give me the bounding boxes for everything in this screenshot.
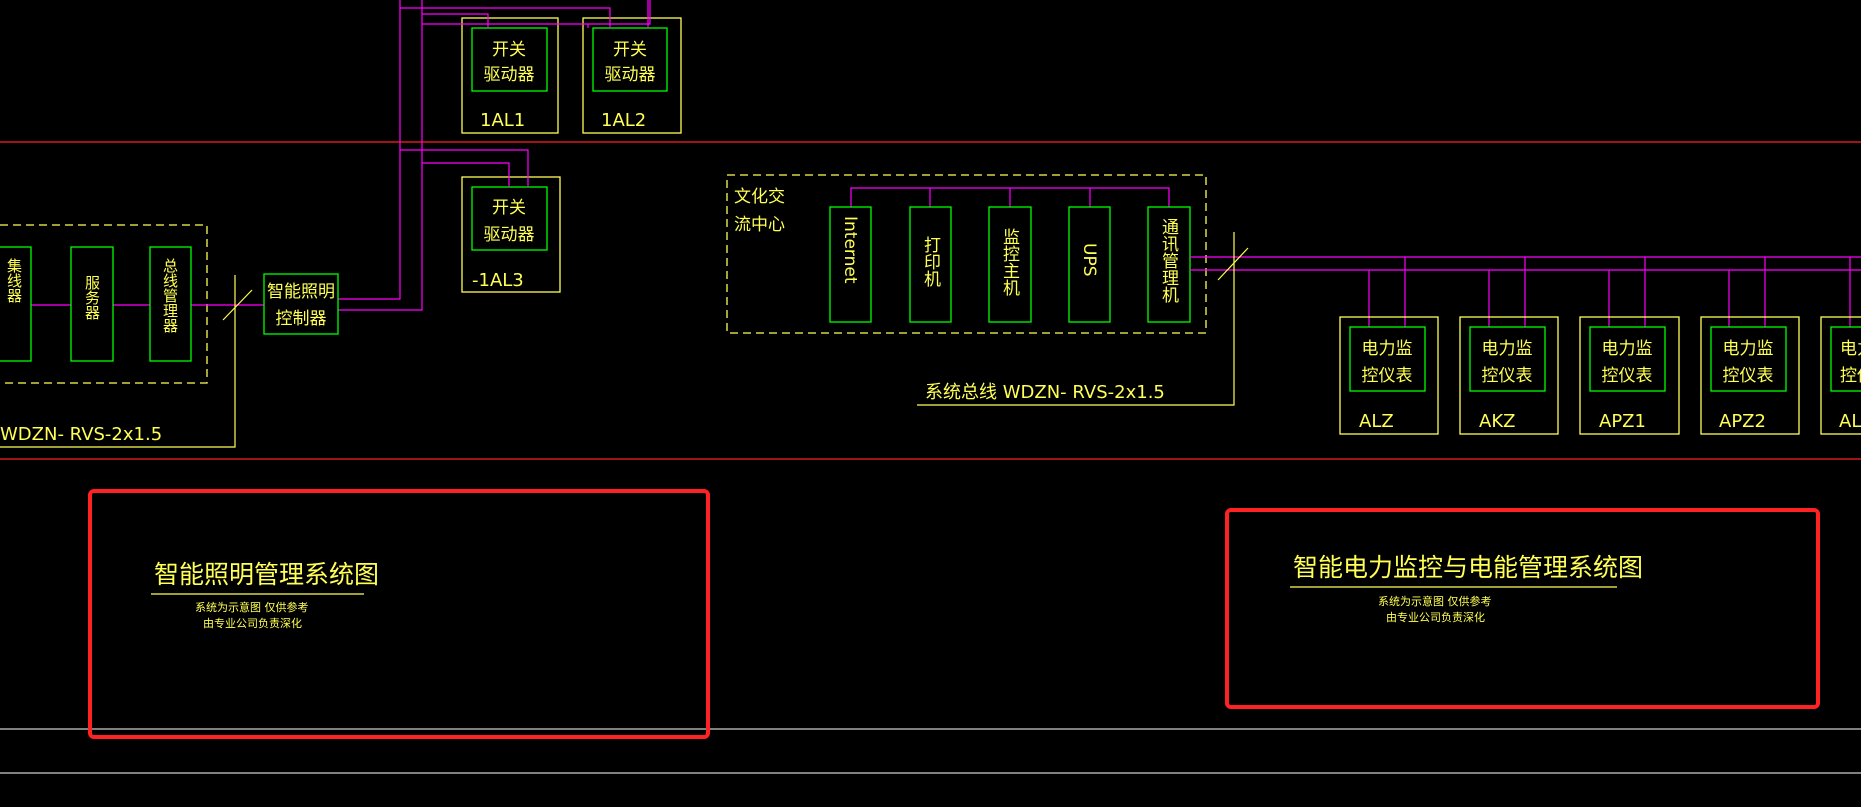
- left-group: 集线器 服务器 总线管理器 WDZN- RVS-2x1.5: [0, 224, 264, 448]
- switch-driver-1al3[interactable]: 开关 驱动器 -1AL3: [461, 176, 561, 293]
- meter-al-partial[interactable]: 电力监 控仪表 AL: [1820, 257, 1861, 435]
- system-bus-label: 系统总线 WDZN- RVS-2x1.5: [925, 382, 1165, 403]
- power-note-2: 由专业公司负责深化: [1386, 610, 1485, 624]
- printer-box-label: 打印机: [920, 236, 941, 287]
- ups-box[interactable]: UPS: [1068, 206, 1111, 323]
- left-bus-label: WDZN- RVS-2x1.5: [0, 424, 162, 445]
- monitor-host-box-label: 监控主机: [999, 228, 1020, 296]
- meter-apz2[interactable]: 电力监 控仪表 APZ2: [1700, 257, 1800, 435]
- hub-box-label: 集线器: [5, 258, 23, 303]
- meter-alz[interactable]: 电力监 控仪表 ALZ: [1339, 257, 1439, 435]
- lighting-controller-line2: 控制器: [276, 309, 327, 329]
- power-meter-line1: 电力监: [1723, 339, 1774, 359]
- lighting-note-2: 由专业公司负责深化: [203, 616, 302, 630]
- switch-driver-line1: 开关: [492, 40, 526, 60]
- internet-box-label: Internet: [840, 216, 860, 284]
- switch-driver-line2: 驱动器: [605, 65, 656, 85]
- power-meter-line1: 电力监: [1840, 339, 1861, 359]
- switch-id-label: 1AL2: [601, 110, 646, 131]
- power-meter-line2: 控仪表: [1362, 366, 1413, 386]
- meter-id-label: AL: [1839, 411, 1861, 432]
- server-box-label: 服务器: [83, 275, 101, 320]
- switch-driver-line1: 开关: [613, 40, 647, 60]
- lighting-controller-line1: 智能照明: [267, 282, 335, 302]
- meter-akz[interactable]: 电力监 控仪表 AKZ: [1459, 257, 1559, 435]
- lighting-title: 智能照明管理系统图: [154, 560, 379, 589]
- power-title-block[interactable]: 智能电力监控与电能管理系统图 系统为示意图 仅供参考 由专业公司负责深化: [1225, 508, 1820, 709]
- switch-driver-line1: 开关: [492, 198, 526, 218]
- meter-id-label: APZ1: [1599, 411, 1646, 432]
- culture-center-group: 文化交 流中心 Internet 打印机 监控主机 UPS 通讯管理机: [726, 174, 1207, 334]
- meter-id-label: APZ2: [1719, 411, 1766, 432]
- power-meter-line1: 电力监: [1362, 339, 1413, 359]
- ups-box-label: UPS: [1079, 243, 1099, 277]
- meter-apz1[interactable]: 电力监 控仪表 APZ1: [1579, 257, 1680, 435]
- power-meter-line1: 电力监: [1602, 339, 1653, 359]
- power-note-1: 系统为示意图 仅供参考: [1378, 594, 1492, 608]
- switch-driver-line2: 驱动器: [484, 65, 535, 85]
- switch-id-label: -1AL3: [472, 270, 524, 291]
- power-meter-line2: 控仪表: [1482, 366, 1533, 386]
- power-meter-line2: 控仪表: [1723, 366, 1774, 386]
- culture-center-line1: 文化交: [734, 187, 785, 207]
- bus-manager-box[interactable]: 总线管理器: [149, 246, 192, 362]
- lighting-title-block[interactable]: 智能照明管理系统图 系统为示意图 仅供参考 由专业公司负责深化: [88, 489, 710, 739]
- internet-box[interactable]: Internet: [829, 206, 872, 323]
- hub-box[interactable]: 集线器: [0, 246, 32, 362]
- switch-driver-1al2[interactable]: 开关 驱动器 1AL2: [582, 17, 682, 134]
- printer-box[interactable]: 打印机: [909, 206, 952, 323]
- power-meter-line2: 控仪表: [1602, 366, 1653, 386]
- meter-id-label: AKZ: [1479, 411, 1515, 432]
- lighting-controller-box[interactable]: 智能照明 控制器: [263, 273, 339, 335]
- lighting-note-1: 系统为示意图 仅供参考: [195, 600, 309, 614]
- switch-id-label: 1AL1: [480, 110, 525, 131]
- switch-driver-1al1[interactable]: 开关 驱动器 1AL1: [461, 17, 559, 134]
- comm-manager-box[interactable]: 通讯管理机: [1147, 206, 1191, 323]
- switch-driver-line2: 驱动器: [484, 225, 535, 245]
- power-meter-line2: 控仪表: [1840, 366, 1861, 386]
- server-box[interactable]: 服务器: [70, 246, 114, 362]
- power-meter-line1: 电力监: [1482, 339, 1533, 359]
- power-title: 智能电力监控与电能管理系统图: [1293, 553, 1643, 582]
- comm-manager-box-label: 通讯管理机: [1158, 218, 1179, 303]
- bus-manager-box-label: 总线管理器: [161, 258, 179, 333]
- meter-id-label: ALZ: [1359, 411, 1394, 432]
- monitor-host-box[interactable]: 监控主机: [988, 206, 1032, 323]
- culture-center-line2: 流中心: [734, 215, 785, 235]
- lighting-wiring: [338, 0, 651, 311]
